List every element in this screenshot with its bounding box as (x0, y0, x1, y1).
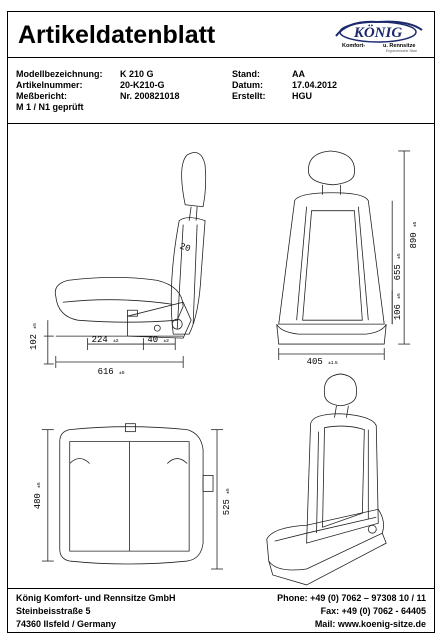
footer-company: König Komfort- und Rennsitze GmbH (16, 593, 176, 603)
dim-405: 405 ±1.5 (307, 357, 338, 367)
footer: König Komfort- und Rennsitze GmbH Steinb… (8, 588, 434, 632)
dim-655: 655 ±5 (393, 253, 403, 280)
datasheet-frame: Artikeldatenblatt KÖNIG Komfort- u. Renn… (7, 11, 435, 633)
side-dimension-lines (43, 320, 184, 368)
koenig-logo: KÖNIG Komfort- u. Rennsitze Ergonomische… (335, 20, 423, 53)
info-value: AA (292, 69, 305, 79)
info-model: Modellbezeichnung: K 210 G (16, 69, 154, 79)
info-label: Modellbezeichnung: (16, 69, 103, 79)
info-value: HGU (292, 91, 312, 101)
footer-fax: Fax: +49 (0) 7062 - 64405 (320, 606, 426, 616)
footer-street: Steinbeisstraße 5 (16, 606, 91, 616)
side-label: 20 (178, 241, 191, 254)
info-label: Artikelnummer: (16, 80, 83, 90)
info-label: M 1 / N1 geprüft (16, 102, 84, 112)
logo-sub-right: u. Rennsitze (383, 43, 415, 49)
dim-890: 890 ±5 (409, 221, 419, 248)
logo-sub-left: Komfort- (342, 43, 365, 49)
footer-mail: Mail: www.koenig-sitze.de (314, 619, 426, 629)
info-value: Nr. 200821018 (120, 91, 180, 101)
info-label: Erstellt: (232, 91, 266, 101)
info-date: Datum: 17.04.2012 (232, 80, 337, 90)
info-label: Datum: (232, 80, 263, 90)
info-approval: M 1 / N1 geprüft (16, 102, 84, 112)
footer-phone: Phone: +49 (0) 7062 – 97308 10 / 11 (277, 593, 426, 603)
dim-224: 224 ±2 (92, 335, 119, 345)
dim-40: 40 ±2 (147, 335, 169, 345)
info-value: K 210 G (120, 69, 154, 79)
technical-drawings: 20 (29, 150, 419, 586)
logo-tagline: Ergonomische Sitze (386, 49, 417, 53)
seat-front-view (276, 150, 387, 345)
info-created: Erstellt: HGU (232, 91, 312, 101)
info-value: 20-K210-G (120, 80, 165, 90)
dim-106: 106 ±5 (393, 293, 403, 320)
dim-102: 102 ±5 (29, 323, 39, 350)
dim-525: 525 ±5 (222, 488, 232, 515)
info-article-number: Artikelnummer: 20-K210-G (16, 80, 165, 90)
page-title: Artikeldatenblatt (18, 21, 216, 49)
article-info: Modellbezeichnung: K 210 G Artikelnummer… (8, 58, 434, 124)
dimension-labels: 102 ±5 224 ±2 40 ±2 616 ±5 890 ±5 655 ±5… (29, 221, 419, 515)
seat-perspective-view (266, 373, 387, 586)
info-stand: Stand: AA (232, 69, 305, 79)
info-label: Stand: (232, 69, 260, 79)
header: Artikeldatenblatt KÖNIG Komfort- u. Renn… (8, 12, 434, 58)
dim-616: 616 ±5 (98, 367, 125, 377)
seat-top-view (59, 423, 214, 565)
info-report: Meßbericht: Nr. 200821018 (16, 91, 180, 101)
footer-city: 74360 Ilsfeld / Germany (16, 619, 117, 629)
seat-side-view (54, 152, 207, 339)
dim-480: 480 ±5 (33, 482, 43, 509)
info-label: Meßbericht: (16, 91, 68, 101)
front-dimension-lines (278, 150, 411, 360)
info-value: 17.04.2012 (292, 80, 338, 90)
logo-word: KÖNIG (353, 24, 403, 41)
top-dimension-lines (41, 429, 223, 570)
